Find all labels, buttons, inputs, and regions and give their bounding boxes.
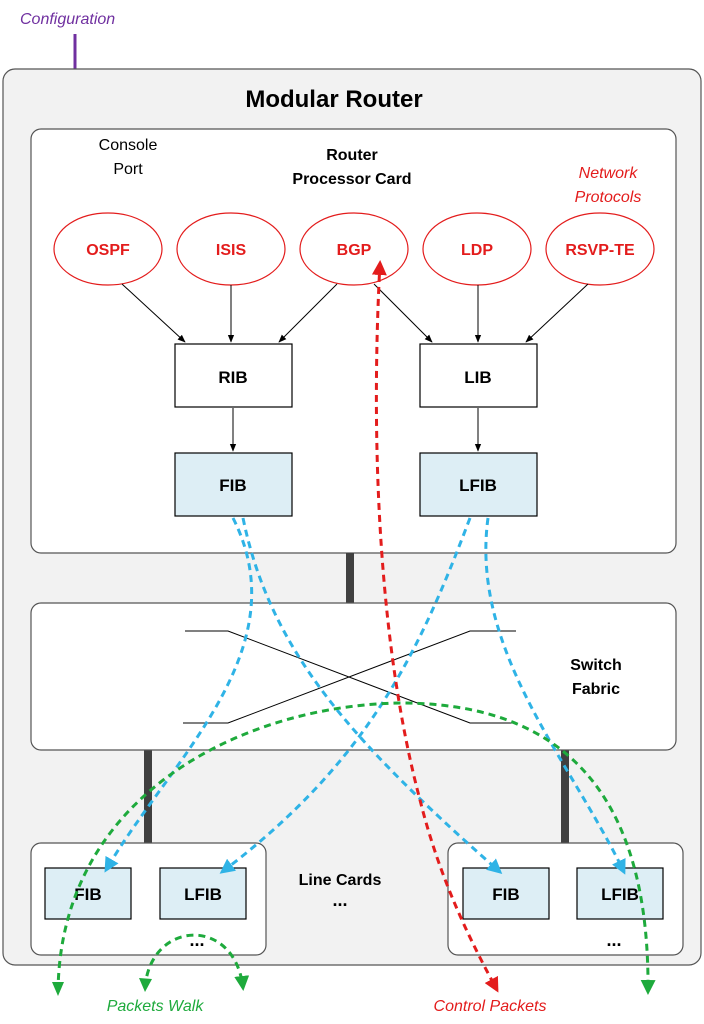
line-card-right-fib-label: FIB [492,885,519,904]
line-card-left-ellipsis: ... [189,930,204,950]
network-protocols-label-line2: Protocols [575,189,642,206]
lfib-label: LFIB [459,476,497,495]
fib-label: FIB [219,476,246,495]
line-cards-center-ellipsis: ... [332,890,347,910]
protocol-ldp-label: LDP [461,242,493,259]
line-card-left-lfib-label: LFIB [184,885,222,904]
protocol-bgp: BGP [299,212,409,286]
blue-path-fib-to-right-fib [241,517,503,874]
fib-box [174,452,293,517]
protocol-isis-label: ISIS [216,242,247,259]
green-path-local-line-card [143,933,250,991]
green-arrowhead-left [52,982,64,996]
line-cards-label: Line Cards [299,872,382,889]
protocol-isis: ISIS [176,212,286,286]
protocol-ospf: OSPF [53,212,163,286]
protocol-ospf-label: OSPF [86,242,130,259]
processor-card-label-line1: Router [326,147,378,164]
line-card-right-ellipsis: ... [606,930,621,950]
configuration-label: Configuration [20,11,115,28]
switch-fabric [30,602,677,751]
packets-walk-paths [56,701,656,995]
green-path-across-fabric [56,701,656,995]
control-packets-path [371,260,499,993]
console-port-label-line1: Console [99,137,158,154]
switch-fabric-label-line1: Switch [570,657,622,674]
network-protocols-label-line1: Network [579,165,639,182]
card-fabric-connector [346,553,354,603]
protocol-bgp-label: BGP [337,242,372,259]
switch-fabric-label-line2: Fabric [572,681,620,698]
lib-label: LIB [464,368,491,387]
line-card-right-lfib-label: LFIB [601,885,639,904]
fabric-linecard-connector-left [144,750,152,843]
blue-path-fib-to-left-fib [104,517,254,873]
packets-walk-label: Packets Walk [107,998,205,1015]
rib-label: RIB [218,368,247,387]
protocol-ldp: LDP [422,212,532,286]
protocol-rsvp-te-label: RSVP-TE [565,242,635,259]
protocol-rsvp-te: RSVP-TE [545,212,655,286]
modular-router-title: Modular Router [245,86,422,113]
processor-card-label-line2: Processor Card [292,171,411,188]
rib-box [174,343,293,408]
line-card-right-lfib [576,867,664,920]
line-card-left-fib [44,867,132,920]
fabric-linecard-connector-right [561,750,569,843]
line-card-left-fib-label: FIB [74,885,101,904]
line-card-left-lfib [159,867,247,920]
control-packets-label: Control Packets [434,998,547,1015]
green-arrowhead-local-left [139,978,152,992]
console-port-label-line2: Port [113,161,143,178]
